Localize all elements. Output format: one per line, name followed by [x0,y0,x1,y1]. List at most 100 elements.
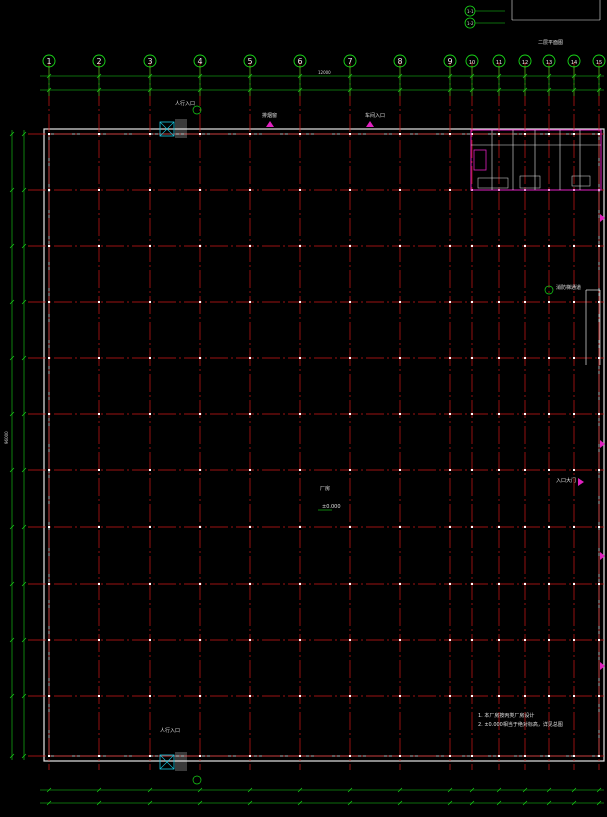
column-mark [573,357,575,359]
column-mark [299,755,301,757]
column-mark [399,695,401,697]
column-mark [498,526,500,528]
dimension-tick [21,187,27,193]
column-mark [573,695,575,697]
column-mark [524,301,526,303]
column-mark [48,133,50,135]
column-mark [249,695,251,697]
axis-bubble-label: 2 [96,57,101,66]
dimension-tick [447,787,453,793]
dimension-tick [147,787,153,793]
column-mark [299,469,301,471]
axis-bubble-label: 1 [46,57,51,66]
column-mark [498,357,500,359]
dimension-tick [21,355,27,361]
column-mark [349,413,351,415]
axis-bubble-label: 15 [596,60,602,66]
column-mark [98,189,100,191]
column-mark [598,245,600,247]
column-mark [349,469,351,471]
column-mark [399,639,401,641]
dimension-tick [46,787,52,793]
dimension-tick [21,693,27,699]
column-mark [573,133,575,135]
column-mark [299,189,301,191]
top-markers [266,121,374,127]
column-mark [524,526,526,528]
column-mark [149,357,151,359]
column-mark [471,413,473,415]
column-mark [573,301,575,303]
column-mark [449,526,451,528]
dimension-tick [197,800,203,806]
left-dim-total: 96000 [4,431,9,444]
dimension-tick [469,787,475,793]
dimension-tick [247,800,253,806]
column-mark [399,189,401,191]
dimension-tick [21,524,27,530]
center-label: 厂房 [320,485,330,492]
column-mark [249,357,251,359]
column-mark [449,583,451,585]
axis-bubble-label: 14 [571,60,577,66]
column-mark [149,583,151,585]
column-mark [399,526,401,528]
column-mark [471,583,473,585]
column-mark [48,357,50,359]
column-mark [149,755,151,757]
column-mark [299,583,301,585]
dimension-tick [96,787,102,793]
column-mark [524,639,526,641]
column-mark [299,413,301,415]
axis-bubble-label: 12 [522,60,528,66]
axis-bubble: 5 [243,54,257,68]
column-mark [249,639,251,641]
column-mark [98,639,100,641]
column-mark [149,245,151,247]
axis-bubble: 13 [542,54,556,68]
dimension-tick [21,637,27,643]
dimension-tick [21,467,27,473]
column-mark [149,413,151,415]
entry-label-top: 人行入口 [175,100,195,107]
column-mark [299,695,301,697]
dimension-tick [9,299,15,305]
column-mark [299,357,301,359]
column-mark [449,133,451,135]
column-mark [199,639,201,641]
column-mark [199,189,201,191]
column-mark [399,245,401,247]
column-mark [471,639,473,641]
column-mark [598,526,600,528]
column-mark [449,695,451,697]
center-elevation: ±0.000 [322,504,341,510]
column-mark [524,695,526,697]
column-mark [199,695,201,697]
column-mark [349,189,351,191]
dimension-tick [469,800,475,806]
dimension-tick [9,693,15,699]
column-mark [98,245,100,247]
column-mark [598,583,600,585]
dimension-tick [9,187,15,193]
right-label: 入口大门 [556,477,576,484]
entry-stair-top [159,105,202,138]
column-mark [498,695,500,697]
dimension-tick [447,800,453,806]
column-mark [498,755,500,757]
dimension-tick [9,243,15,249]
column-mark [573,245,575,247]
column-mark [349,245,351,247]
dimension-tick [21,411,27,417]
column-mark [199,301,201,303]
column-mark [299,639,301,641]
dimension-tick [9,581,15,587]
column-mark [573,639,575,641]
axis-bubble-label: 11 [496,60,502,66]
column-mark [349,639,351,641]
dimension-tick [9,131,15,137]
column-mark [48,695,50,697]
column-mark [249,189,251,191]
column-mark [471,469,473,471]
column-mark [449,189,451,191]
